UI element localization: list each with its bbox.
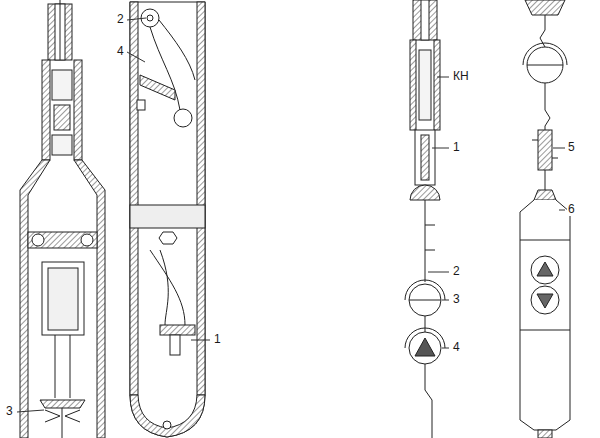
valve-body-right-part xyxy=(160,325,195,335)
valve-body-left-part xyxy=(55,335,56,398)
ball-valve-string-part xyxy=(434,40,440,130)
valve-body-left-part xyxy=(52,70,72,100)
valve-body-right-part xyxy=(163,421,171,429)
valve-body-right-part xyxy=(150,250,185,325)
valve-body-right-part xyxy=(137,100,145,110)
ball-valve-string-part xyxy=(415,338,435,356)
ball-valve-string-part xyxy=(425,364,432,438)
ball-valve-string xyxy=(405,0,445,438)
ball-valve-string-part xyxy=(421,135,429,180)
ball-valve-string-part xyxy=(409,300,441,301)
valve-body-right-part xyxy=(130,205,205,228)
ball-valve-string-part xyxy=(425,250,435,251)
leader-lines-part xyxy=(442,348,449,349)
ball-valve-string-part xyxy=(410,40,416,130)
callout-number: 2 xyxy=(452,265,461,278)
leader-lines-part xyxy=(191,340,210,341)
callout-number: 3 xyxy=(5,405,14,418)
ball-valve-chamber-part xyxy=(525,0,565,15)
ball-valve-chamber-part xyxy=(538,430,552,438)
valve-body-left xyxy=(20,0,105,438)
ball-valve-string-part xyxy=(413,0,437,40)
valve-body-right-part xyxy=(159,20,195,80)
ball-valve-chamber-part xyxy=(532,140,538,141)
valve-body-right-part xyxy=(170,335,180,355)
ball-valve-chamber-part xyxy=(520,330,570,331)
callout-number: КН xyxy=(452,70,470,83)
ball-valve-chamber-part xyxy=(531,286,559,314)
ball-valve-string-part xyxy=(410,185,440,200)
ball-valve-string-part xyxy=(409,284,441,316)
callout-number: 1 xyxy=(213,333,222,346)
valve-body-left-part xyxy=(32,234,44,246)
valve-body-right-part xyxy=(159,232,177,244)
valve-body-left-part xyxy=(52,135,72,155)
callout-number: 1 xyxy=(452,141,461,154)
ball-valve-chamber-part xyxy=(538,130,552,170)
leader-lines-part xyxy=(432,148,449,149)
ball-valve-chamber-part xyxy=(537,294,553,308)
ball-valve-string-part xyxy=(409,332,441,364)
valve-body-right-part xyxy=(130,2,138,395)
valve-body-right-part xyxy=(147,15,153,21)
valve-body-left-part xyxy=(48,268,78,330)
ball-valve-chamber-part xyxy=(537,262,553,276)
callout-number: 5 xyxy=(567,141,576,154)
ball-valve-string-part xyxy=(415,130,435,185)
valve-body-right-part xyxy=(130,395,205,437)
valve-body-left-part xyxy=(70,335,71,398)
ball-valve-string-part xyxy=(425,225,435,226)
leader-lines-part xyxy=(553,148,565,149)
ball-valve-chamber-part xyxy=(520,240,570,241)
leader-lines-part xyxy=(428,272,449,273)
valve-body-left-part xyxy=(42,60,50,160)
valve-body-left-part xyxy=(42,262,84,335)
callout-number: 4 xyxy=(116,45,125,58)
valve-body-left-part xyxy=(62,408,63,438)
ball-valve-chamber-part xyxy=(552,158,558,159)
valve-body-right xyxy=(130,2,205,437)
leader-lines-part xyxy=(127,18,146,20)
valve-body-right-part xyxy=(160,250,168,325)
leader-lines-part xyxy=(437,77,449,78)
valve-body-right-part xyxy=(130,2,205,437)
valve-body-left-part xyxy=(81,234,93,246)
leader-lines xyxy=(17,18,565,412)
leader-lines-part xyxy=(17,410,44,412)
ball-valve-string-part xyxy=(421,0,429,40)
leader-lines-part xyxy=(442,300,449,301)
valve-body-left-part xyxy=(74,60,82,160)
valve-body-left-part xyxy=(40,400,85,408)
valve-body-left-part xyxy=(28,232,97,248)
valve-body-left-part xyxy=(60,0,61,60)
valve-body-right-part xyxy=(197,2,205,395)
ball-valve-chamber-part xyxy=(527,47,563,83)
ball-valve-string-part xyxy=(425,316,426,332)
valve-body-right-part xyxy=(140,75,175,100)
ball-valve-chamber xyxy=(520,0,570,438)
ball-valve-chamber-part xyxy=(540,15,545,47)
callout-number: 6 xyxy=(567,203,576,216)
ball-valve-chamber-part xyxy=(531,256,559,284)
leader-lines-part xyxy=(127,52,145,62)
callout-number: 3 xyxy=(452,293,461,306)
ball-valve-chamber-part xyxy=(527,65,563,66)
ball-valve-chamber-part xyxy=(520,200,570,430)
leader-lines-part xyxy=(559,210,565,211)
ball-valve-string-part xyxy=(425,200,426,282)
ball-valve-chamber-part xyxy=(534,190,556,200)
ball-valve-string-part xyxy=(419,50,431,120)
valve-body-left-part xyxy=(54,105,70,130)
valve-body-right-part xyxy=(174,109,192,127)
callout-number: 2 xyxy=(116,13,125,26)
callout-number: 4 xyxy=(452,341,461,354)
